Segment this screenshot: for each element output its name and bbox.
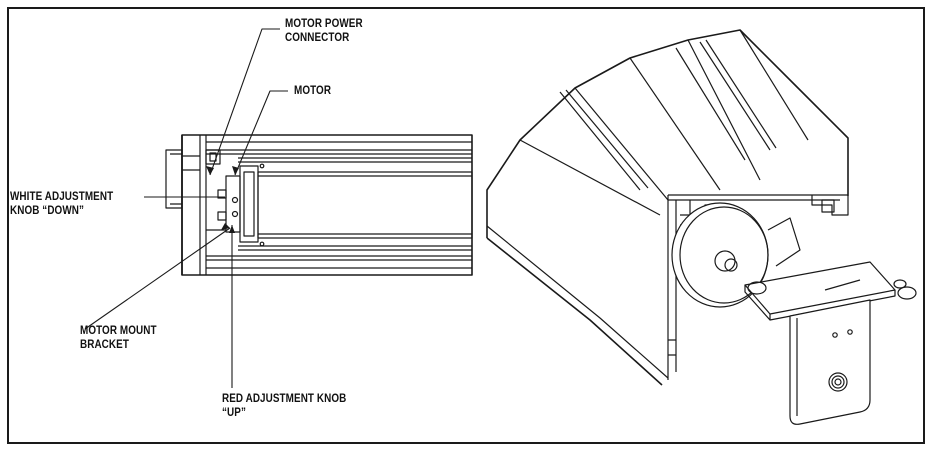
label-line: KNOB “DOWN”: [10, 205, 85, 217]
label-red-adjustment-knob: RED ADJUSTMENT KNOB “UP”: [222, 392, 346, 420]
label-motor-mount-bracket: MOTOR MOUNT BRACKET: [80, 324, 157, 352]
label-line: WHITE ADJUSTMENT: [10, 191, 114, 203]
label-motor: MOTOR: [294, 84, 331, 98]
diagram-frame: [7, 7, 925, 444]
label-line: MOTOR MOUNT: [80, 325, 157, 337]
label-line: RED ADJUSTMENT KNOB: [222, 393, 347, 405]
right-isometric-view: [486, 29, 917, 425]
label-white-adjustment-knob: WHITE ADJUSTMENT KNOB “DOWN”: [10, 190, 113, 218]
label-line: MOTOR POWER: [285, 18, 363, 30]
left-housing-view: [165, 134, 473, 276]
leader-arrowheads: [206, 166, 239, 233]
label-line: BRACKET: [80, 339, 129, 351]
label-line: CONNECTOR: [285, 32, 350, 44]
label-line: MOTOR: [294, 85, 332, 97]
leader-lines: [84, 28, 288, 388]
label-motor-power-connector: MOTOR POWER CONNECTOR: [285, 17, 363, 45]
label-line: “UP”: [222, 407, 246, 419]
